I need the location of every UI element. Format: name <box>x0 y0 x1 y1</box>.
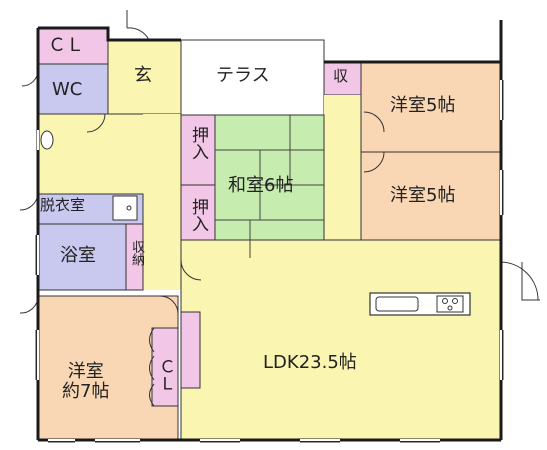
label-entrance: 玄 <box>134 65 152 86</box>
window-lines <box>35 80 504 443</box>
tatami-lines <box>215 115 324 258</box>
cl-top-room <box>37 27 109 65</box>
label-bath: 浴室 <box>60 245 96 266</box>
window-marks <box>37 80 502 441</box>
wc-room <box>37 63 109 115</box>
oshiire1-room <box>180 114 216 186</box>
label-western-ne2: 洋室5帖 <box>390 185 456 206</box>
ldk-pink-strip <box>180 311 201 389</box>
hall-corridor <box>143 114 181 290</box>
western-ne1-room <box>360 61 502 153</box>
label-oshiire2: 押入 <box>188 198 208 232</box>
storage-side-room <box>125 223 144 291</box>
label-western-sw: 洋室 約7帖 <box>62 361 110 402</box>
label-storage-top: 収 <box>333 67 349 85</box>
label-wc: WC <box>52 79 83 100</box>
label-terrace: テラス <box>216 65 270 86</box>
japanese-room <box>214 114 325 259</box>
label-cl-sw: ＣＬ <box>155 358 175 392</box>
kitchen-counter <box>369 292 471 316</box>
western-ne2-room <box>360 151 502 241</box>
label-cl-top: ＣＬ <box>48 35 84 56</box>
label-japanese: 和室6帖 <box>228 175 294 196</box>
label-ldk: LDK23.5帖 <box>263 352 357 373</box>
label-storage-side: 収納 <box>129 240 144 266</box>
label-western-ne1: 洋室5帖 <box>390 95 456 116</box>
toilet-fixture <box>40 130 54 150</box>
ldk-room <box>180 239 502 441</box>
washbasin-fixture <box>112 195 138 221</box>
label-dressing: 脱衣室 <box>40 196 86 214</box>
corridor-right <box>324 95 361 258</box>
cl-sw-room <box>151 327 179 407</box>
label-oshiire1: 押入 <box>188 126 208 160</box>
